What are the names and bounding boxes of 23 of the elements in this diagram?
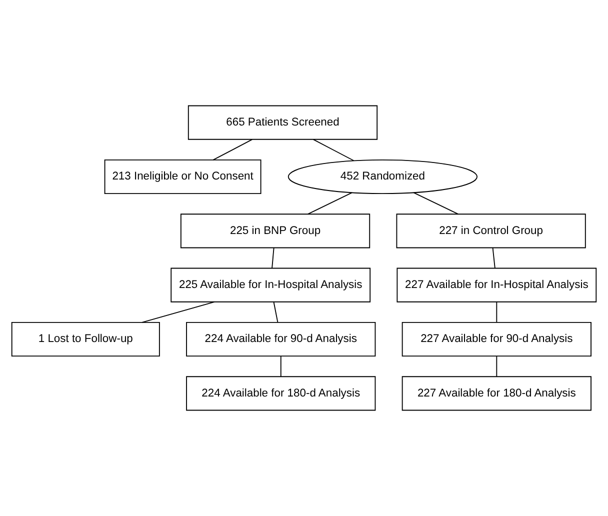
node-box: 225 in BNP Group [180, 214, 370, 248]
node-box: 225 Available for In-Hospital Analysis [170, 268, 371, 302]
node-box: 224 Available for 180-d Analysis [186, 376, 376, 411]
connector [141, 301, 215, 323]
node-box: 224 Available for 90-d Analysis [186, 322, 376, 357]
connector [272, 247, 274, 269]
node-box: 227 in Control Group [396, 214, 586, 248]
connector [496, 302, 498, 323]
node-box: 227 Available for 90-d Analysis [402, 322, 592, 357]
connector [273, 302, 278, 323]
node-box: 213 Ineligible or No Consent [104, 159, 262, 194]
node-ellipse: 452 Randomized [288, 159, 478, 194]
connector [312, 139, 354, 162]
node-box: 1 Lost to Follow-up [11, 322, 160, 357]
node-box: 227 Available for 180-d Analysis [402, 376, 592, 411]
connector [307, 192, 352, 215]
connector [280, 356, 282, 378]
connector [413, 192, 459, 215]
connector [212, 139, 253, 160]
node-box: 665 Patients Screened [188, 105, 378, 140]
connector [496, 356, 498, 378]
node-box: 227 Available for In-Hospital Analysis [396, 268, 597, 302]
connector [492, 247, 496, 269]
